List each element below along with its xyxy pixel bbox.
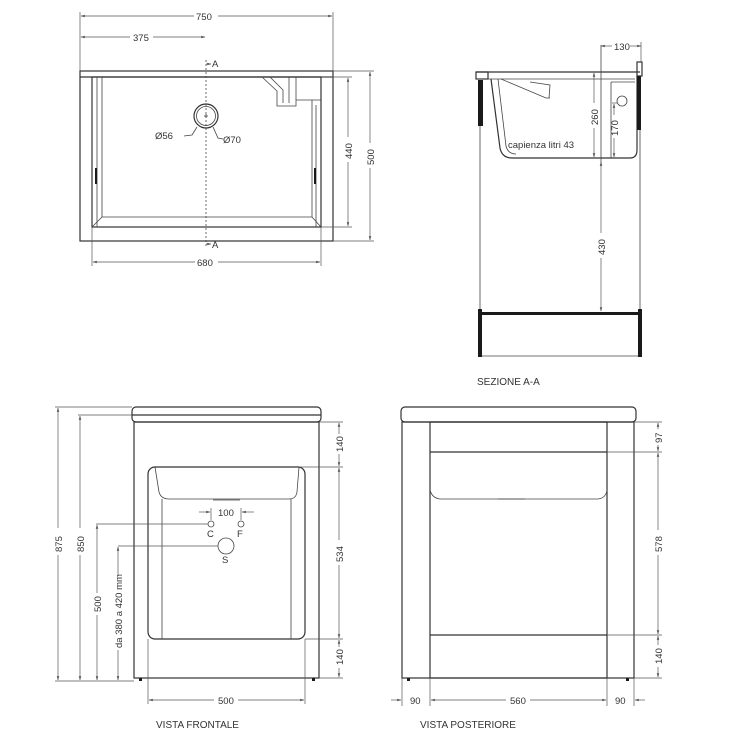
hot-tap-point: [207, 520, 215, 528]
dim-rear-top-band: 97: [654, 432, 665, 443]
drain-outer-label: Ø70: [223, 135, 241, 146]
dim-basin-to-shelf: 430: [597, 239, 608, 255]
cold-tap-point: [237, 520, 245, 528]
dim-rear-center: 560: [510, 696, 526, 707]
dim-tap-height: 500: [93, 596, 104, 612]
dim-total-width: 750: [196, 12, 212, 23]
section-marker-bottom: A: [212, 240, 219, 251]
front-body: [133, 421, 320, 679]
dim-overflow-height: 170: [610, 120, 621, 136]
dim-rear-panel: 578: [654, 536, 665, 552]
dim-opening-height: 534: [335, 546, 346, 562]
dim-body-height: 850: [76, 536, 87, 552]
hot-tap-label: C: [207, 529, 214, 540]
dim-opening-width: 500: [218, 696, 234, 707]
section-view: 130 260 170 capienza litri 43 430 SEZION…: [475, 42, 643, 388]
front-view: C F S 100 875 850 500 da 380 a 420 mm: [54, 406, 346, 731]
top-inner-outline: [91, 76, 322, 228]
rear-title: VISTA POSTERIORE: [420, 720, 516, 731]
dim-total-height: 875: [54, 536, 65, 552]
left-panel: [478, 80, 483, 126]
top-view: A A Ø56 Ø70 750 375 680 440 500: [79, 12, 377, 269]
top-outer-outline: [79, 70, 334, 242]
rear-body: [401, 421, 635, 679]
drain-inner-label: Ø56: [155, 131, 173, 142]
rear-view: 97 578 140 90 560 90 VISTA POSTERIORE: [391, 406, 665, 731]
drain-label: S: [222, 555, 228, 566]
right-panel: [637, 76, 641, 130]
dim-total-depth: 500: [366, 149, 377, 165]
section-title: SEZIONE A-A: [477, 377, 540, 388]
dim-rear-left: 90: [410, 696, 421, 707]
front-opening: [147, 466, 306, 640]
dim-basin-depth: 260: [590, 109, 601, 125]
dim-inner-depth: 440: [344, 143, 355, 159]
dim-inner-width: 680: [197, 258, 213, 269]
dim-drain-range: da 380 a 420 mm: [114, 574, 125, 648]
dim-rear-right: 90: [615, 696, 626, 707]
drain-point: [217, 537, 235, 555]
dim-rear-bottom-band: 140: [654, 648, 665, 664]
capacity-label: capienza litri 43: [508, 140, 574, 151]
dim-back-offset: 130: [614, 42, 630, 53]
basin-profile: [490, 76, 638, 159]
dim-tap-spacing: 100: [218, 508, 234, 519]
overflow-hole: [616, 95, 628, 107]
dim-bottom-band: 140: [335, 649, 346, 665]
cold-tap-label: F: [237, 529, 243, 540]
dim-top-band: 140: [335, 436, 346, 452]
section-marker-top: A: [212, 59, 219, 70]
front-title: VISTA FRONTALE: [156, 720, 239, 731]
dim-half-width: 375: [133, 33, 149, 44]
